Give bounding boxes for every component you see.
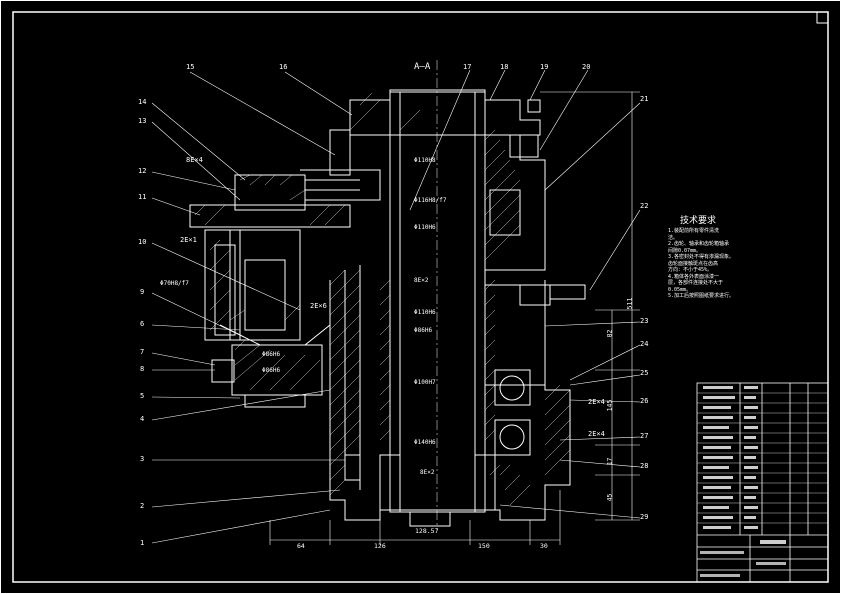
fit-annotation-2: Φ116H8/f7 — [414, 197, 447, 204]
part-number-7: 7 — [140, 348, 145, 356]
part-number-15: 15 — [186, 63, 195, 71]
dimension-30: 30 — [540, 542, 548, 550]
part-number-13: 13 — [138, 117, 147, 125]
part-number-12: 12 — [138, 167, 147, 175]
part-number-9: 9 — [140, 288, 145, 296]
tech-requirement-line: 方向：不小于45%。 — [668, 267, 713, 273]
dim-tag-1: 8E×2 — [414, 277, 429, 284]
part-number-3: 3 — [140, 455, 145, 463]
shaft-annotation-6: Φ100H7 — [414, 379, 436, 386]
dimension-lines — [269, 91, 640, 545]
part-number-20: 20 — [582, 63, 591, 71]
tech-requirement-line: 层，各部件连接处不大于 — [668, 280, 724, 286]
fit-annotation-1: Φ70H8/f7 — [160, 280, 189, 287]
tech-requirement-line: 5.加工后按照图纸要求进行。 — [668, 293, 735, 299]
shaft-annotation-2: Φ110H6 — [414, 224, 436, 231]
tech-requirement-line: 齿轮面接触斑点在齿高 — [668, 260, 719, 267]
tech-requirement-line: 间隙0.07mm。 — [668, 247, 702, 254]
part-number-1: 1 — [140, 539, 145, 547]
dimension-128: 128.57 — [415, 527, 439, 535]
drawing-frame-inner — [12, 11, 829, 583]
tech-requirements-title: 技术要求 — [680, 216, 717, 226]
shaft-annotation-1: Φ110H8 — [414, 157, 436, 164]
spline-annotation-2: 2E×1 — [180, 236, 197, 244]
part-number-23: 23 — [640, 317, 649, 325]
dimension-511: 511 — [625, 297, 634, 310]
part-number-28: 28 — [640, 462, 649, 470]
part-number-17: 17 — [463, 63, 472, 71]
part-number-22: 22 — [640, 202, 649, 210]
section-title: A—A — [414, 62, 431, 72]
part-number-18: 18 — [500, 63, 509, 71]
dimension-150: 150 — [478, 542, 490, 550]
title-block-scribbles — [700, 386, 786, 577]
part-number-5: 5 — [140, 392, 145, 400]
dim-tag-2: 8E×2 — [420, 469, 435, 476]
tech-requirement-line: 4.箱体各外表面涂漆一 — [668, 273, 720, 280]
part-number-16: 16 — [279, 63, 288, 71]
part-number-25: 25 — [640, 369, 649, 377]
tech-requirement-line: 0.05mm。 — [668, 286, 692, 293]
part-number-8: 8 — [140, 365, 145, 373]
part-number-24: 24 — [640, 340, 649, 348]
part-number-6: 6 — [140, 320, 145, 328]
corner-box — [816, 11, 829, 24]
part-number-27: 27 — [640, 432, 649, 440]
title-block — [696, 382, 829, 583]
part-number-21: 21 — [640, 95, 649, 103]
tech-requirement-line: 1.装配前所有零件清洗 — [668, 228, 720, 234]
part-number-10: 10 — [138, 238, 147, 246]
dimension-145: 145 — [605, 399, 614, 412]
part-number-29: 29 — [640, 513, 649, 521]
dimension-126: 126 — [374, 542, 386, 550]
shaft-annotation-4: Φ86H6 — [414, 327, 433, 334]
part-number-11: 11 — [138, 193, 147, 201]
shaft-annotation-8: Φ86H6 — [262, 351, 281, 358]
tech-requirement-line: 3.各密封处不得有渗漏现象。 — [668, 254, 735, 260]
part-number-14: 14 — [138, 98, 147, 106]
dimension-64: 64 — [297, 542, 305, 550]
tech-requirements: 技术要求 1.装配前所有零件清洗 洁。 2.齿轮、轴承和齿轮箱轴承 间隙0.07… — [668, 216, 788, 300]
spline-annotation-4: 2E×4 — [588, 398, 605, 406]
part-number-26: 26 — [640, 397, 649, 405]
part-number-4: 4 — [140, 415, 145, 423]
shaft-annotation-5: Φ86H6 — [262, 367, 281, 374]
right-gear-group — [494, 99, 586, 456]
spline-annotation-5: 2E×4 — [588, 430, 605, 438]
hatching — [329, 92, 571, 506]
dimension-82: 82 — [605, 329, 614, 338]
shaft-annotation-3: Φ110H6 — [414, 309, 436, 316]
left-gear-hatching — [194, 174, 346, 391]
spline-annotation-3: 2E×6 — [310, 302, 327, 310]
left-gear-train — [189, 169, 381, 408]
spline-annotation-1: 8E×4 — [186, 156, 203, 164]
title-block-rows — [697, 392, 828, 524]
leader-lines-right — [409, 69, 641, 519]
housing-section — [329, 89, 571, 527]
leader-lines-left — [151, 71, 353, 544]
part-number-2: 2 — [140, 502, 145, 510]
shaft-annotation-7: Φ140H6 — [414, 439, 436, 446]
dimension-17: 17 — [605, 457, 614, 466]
tech-requirement-line: 2.齿轮、轴承和齿轮箱轴承 — [668, 241, 730, 247]
tech-requirement-line: 洁。 — [668, 234, 679, 241]
dimension-45: 45 — [605, 493, 614, 502]
part-number-19: 19 — [540, 63, 549, 71]
